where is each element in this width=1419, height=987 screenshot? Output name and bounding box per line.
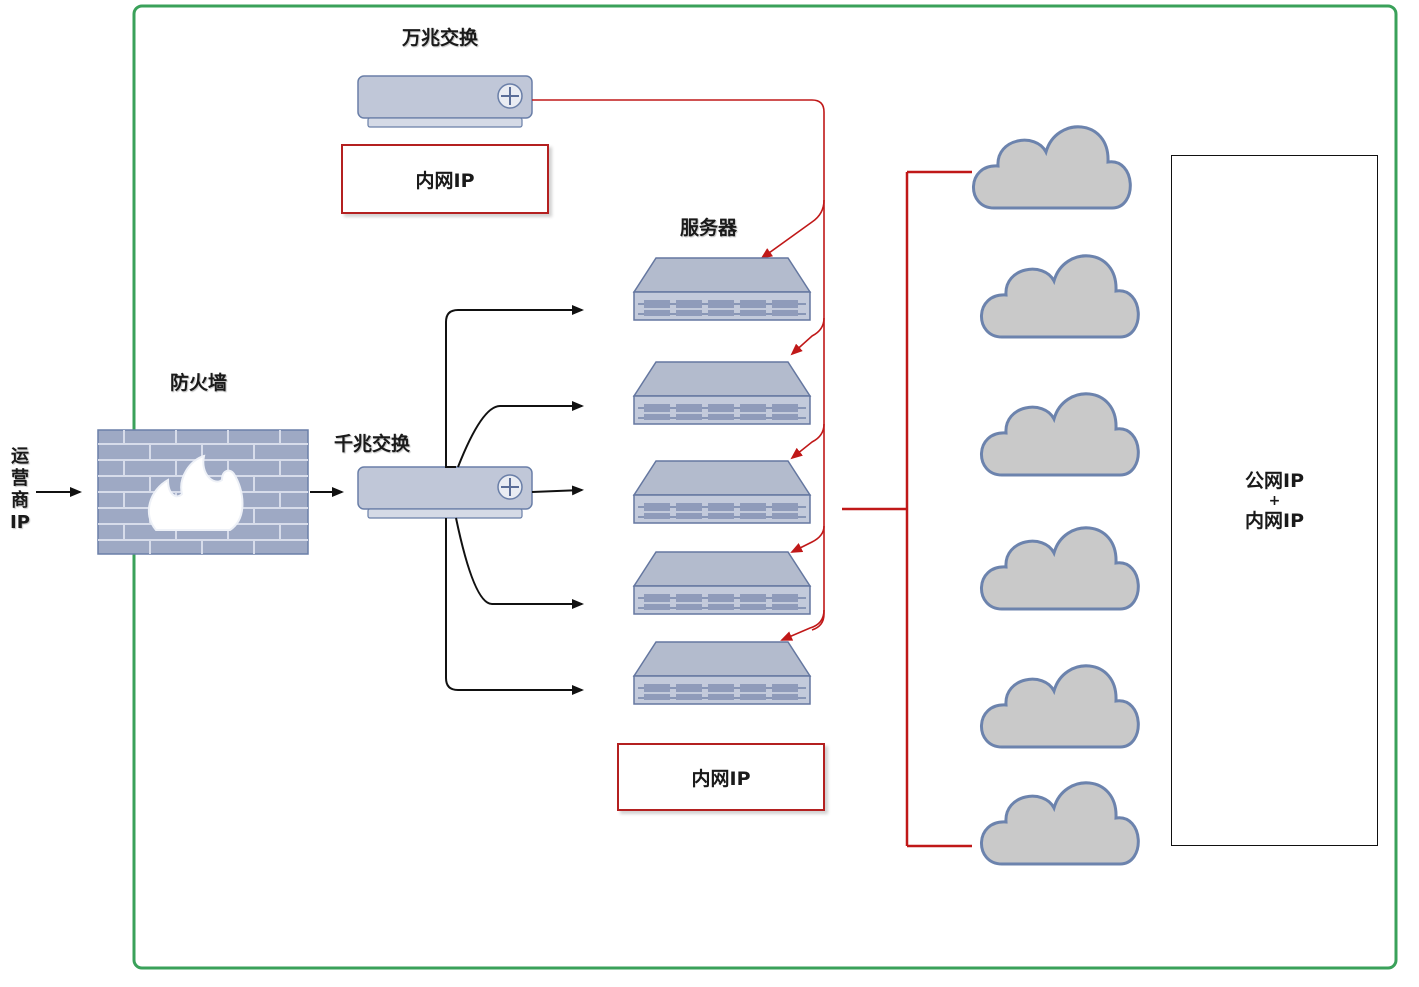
plus-sign: +	[1268, 492, 1281, 509]
server-icon	[633, 257, 811, 321]
carrier-ip-char: IP	[10, 512, 30, 533]
servers-label: 服务器	[680, 217, 738, 239]
cloud-icon	[979, 254, 1140, 339]
cloud-icon	[979, 781, 1140, 866]
internal-ip-label: 内网IP	[1245, 509, 1304, 532]
firewall-icon	[97, 429, 309, 555]
internal-ip-label: 内网IP	[691, 767, 751, 790]
server-icon	[633, 460, 811, 524]
ten-gigabit-links	[532, 99, 825, 641]
cloud-icon	[971, 125, 1132, 210]
public-ip-box: 公网IP + 内网IP	[1171, 155, 1378, 846]
ten-gigabit-switch-label: 万兆交换	[402, 27, 479, 49]
internal-ip-label: 内网IP	[415, 169, 475, 192]
internal-ip-box-top: 内网IP	[341, 144, 549, 214]
carrier-ip-label: 运 营 商 IP	[8, 446, 32, 534]
server-icon	[633, 361, 811, 425]
server-icon	[633, 641, 811, 705]
carrier-ip-char: 运	[11, 446, 29, 467]
gigabit-switch-icon	[357, 466, 533, 519]
carrier-ip-char: 商	[11, 490, 29, 511]
internal-ip-box-bottom: 内网IP	[617, 743, 825, 811]
public-ip-label: 公网IP	[1245, 469, 1304, 492]
gigabit-switch-label: 千兆交换	[334, 433, 411, 455]
carrier-ip-char: 营	[11, 468, 29, 489]
ten-gigabit-switch-icon	[357, 75, 533, 128]
firewall-label: 防火墙	[170, 372, 228, 394]
cloud-icon	[979, 526, 1140, 611]
server-icon	[633, 551, 811, 615]
gigabit-links	[445, 305, 584, 695]
cloud-bus	[842, 170, 972, 848]
cloud-icon	[979, 392, 1140, 477]
cloud-icon	[979, 664, 1140, 749]
